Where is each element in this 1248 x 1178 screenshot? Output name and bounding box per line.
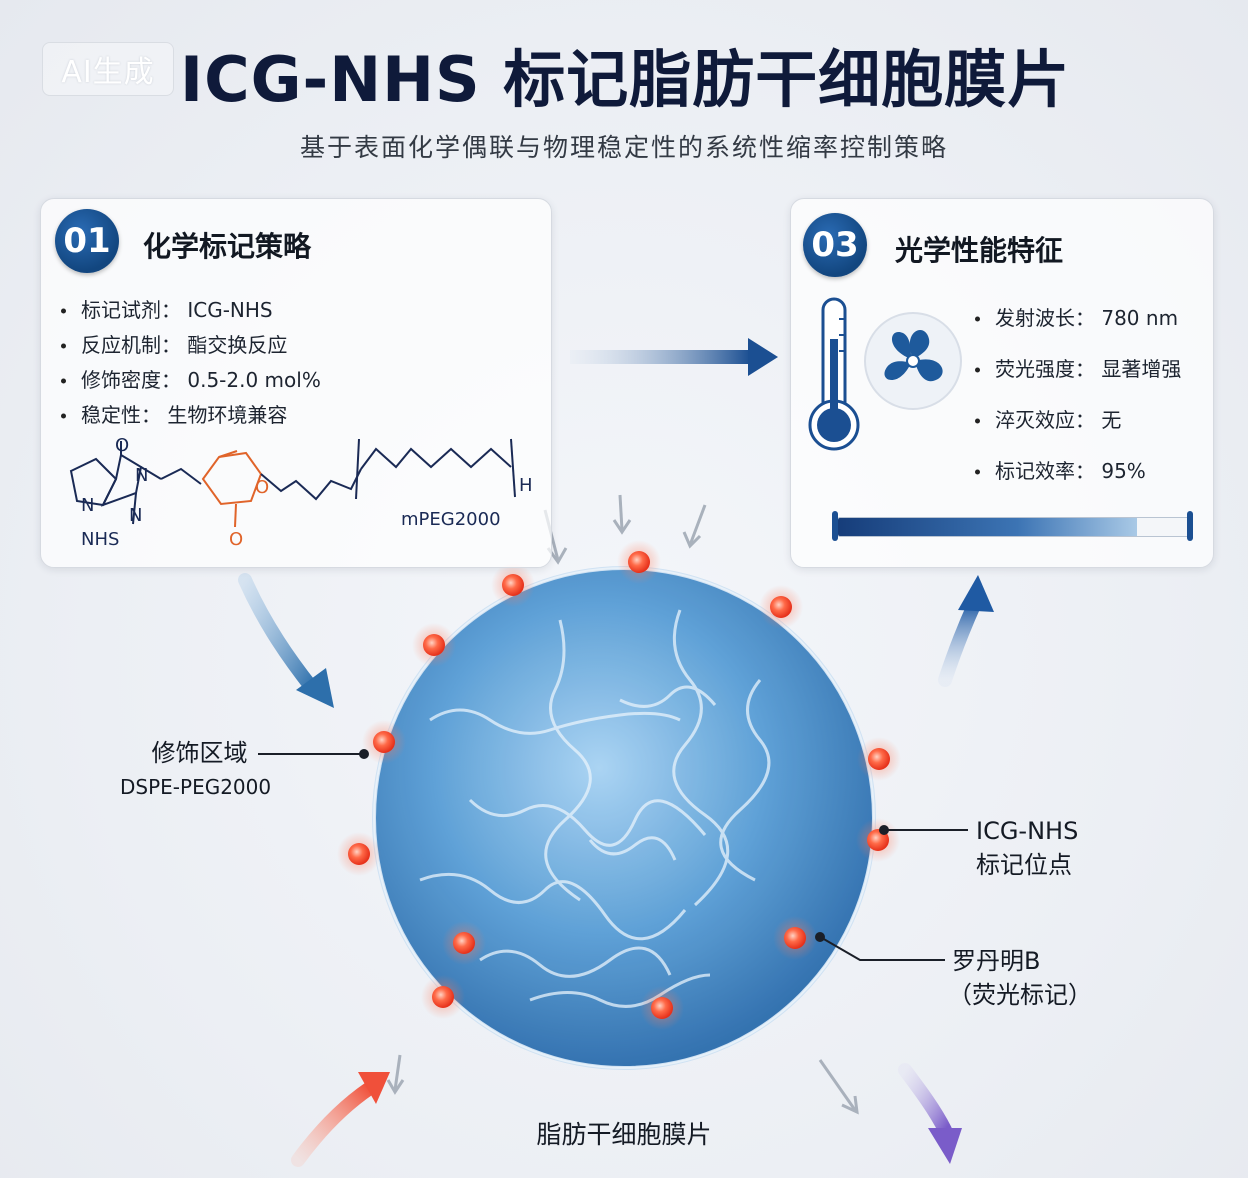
list-item: 标记试剂： ICG-NHS xyxy=(59,293,321,328)
step-number-badge: 03 xyxy=(803,213,867,277)
page-subtitle: 基于表面化学偶联与物理稳定性的系统性缩率控制策略 xyxy=(299,133,948,162)
card-heading: 光学性能特征 xyxy=(895,234,1064,267)
callout-icg-site: ICG-NHS 标记位点 xyxy=(976,814,1078,882)
chem-label-nhs: NHS xyxy=(81,529,120,550)
chemical-structure-diagram xyxy=(69,438,516,528)
chem-label-n: N xyxy=(81,495,95,516)
strategy-list: 标记试剂： ICG-NHS 反应机制： 酯交换反应 修饰密度： 0.5-2.0 … xyxy=(59,293,321,433)
chem-label-o: O xyxy=(115,435,130,456)
list-item: 荧光强度： 显著增强 xyxy=(973,344,1181,395)
list-item: 修饰密度： 0.5-2.0 mol% xyxy=(59,363,321,398)
arrow-bottom-red xyxy=(291,1072,390,1167)
nhs-ring-structure xyxy=(69,441,202,525)
callout-leader-lines xyxy=(258,749,968,961)
fan-icon xyxy=(864,312,962,410)
chem-label-mpeg: mPEG2000 xyxy=(401,509,501,530)
peg-chain-structure xyxy=(260,438,516,501)
chem-label-n: N xyxy=(135,465,149,486)
arrow-card1-to-cell xyxy=(238,573,334,708)
list-item: 淬灭效应： 无 xyxy=(973,395,1181,446)
chem-label-o: O xyxy=(255,477,270,498)
arrow-bottom-purple xyxy=(898,1063,962,1164)
list-item: 标记效率： 95% xyxy=(973,446,1181,497)
page-title: ICG-NHS 标记脂肪干细胞膜片 xyxy=(180,43,1071,116)
efficiency-bar-fill xyxy=(838,518,1138,536)
arrow-card1-to-card3 xyxy=(570,338,778,376)
efficiency-bar xyxy=(837,517,1191,537)
cell-sheet-label: 脂肪干细胞膜片 xyxy=(536,1120,712,1149)
card-chemical-labeling: 01 化学标记策略 标记试剂： ICG-NHS 反应机制： 酯交换反应 修饰密度… xyxy=(40,198,552,568)
callout-subtitle: 标记位点 xyxy=(976,851,1072,879)
arrow-cell-to-card3 xyxy=(938,575,994,687)
list-item: 稳定性： 生物环境兼容 xyxy=(59,398,321,433)
ai-generated-badge: AI生成 xyxy=(42,42,174,96)
callout-modification-region: 修饰区域 DSPE-PEG2000 xyxy=(120,736,271,804)
list-item: 发射波长： 780 nm xyxy=(973,293,1181,344)
callout-rhodamine: 罗丹明B （荧光标记） xyxy=(948,944,1092,1012)
list-item: 反应机制： 酯交换反应 xyxy=(59,328,321,363)
card-optical-properties: 03 光学性能特征 发射波长： 780 nm 荧光强度： 显著增强 淬灭效应： … xyxy=(790,198,1214,568)
optical-list: 发射波长： 780 nm 荧光强度： 显著增强 淬灭效应： 无 标记效率： 95… xyxy=(973,293,1181,497)
chem-label-n: N xyxy=(129,505,143,526)
membrane-crack-pattern xyxy=(419,609,771,1008)
step-number-badge: 01 xyxy=(55,209,119,273)
chem-label-o: O xyxy=(229,529,244,550)
ester-ring-structure xyxy=(201,450,263,528)
chem-label-h: H xyxy=(519,475,533,496)
card-heading: 化学标记策略 xyxy=(143,230,312,263)
callout-title: 罗丹明B xyxy=(952,947,1041,975)
callout-title: ICG-NHS xyxy=(976,817,1079,845)
callout-subtitle: DSPE-PEG2000 xyxy=(120,775,272,799)
efficiency-bar-cap-left xyxy=(832,511,838,541)
efficiency-bar-cap-right xyxy=(1187,511,1193,541)
callout-title: 修饰区域 xyxy=(151,739,248,767)
callout-subtitle: （荧光标记） xyxy=(948,981,1092,1009)
thermometer-icon xyxy=(808,297,860,451)
